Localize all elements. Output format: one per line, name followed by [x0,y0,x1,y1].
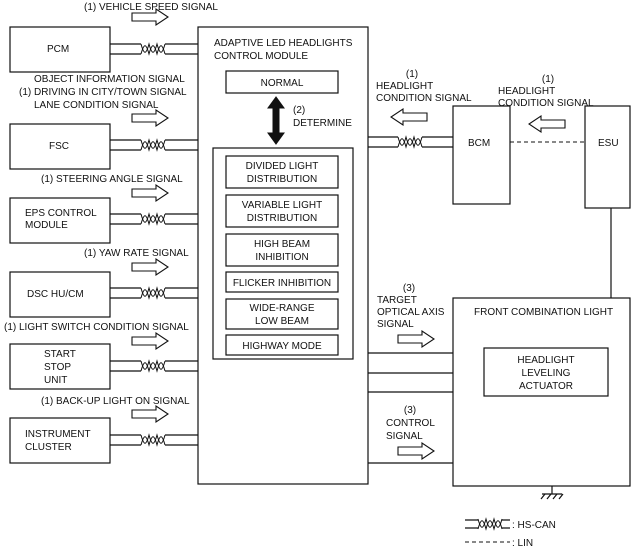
dsc-box [9,271,111,318]
fsc-box [9,123,111,170]
instrument-label-line-2: CLUSTER [25,442,72,453]
light-switch-arrow-icon [131,332,169,350]
normal-box [225,70,339,94]
bcm-label: BCM [468,138,490,149]
determine-arrow-icon [267,96,285,145]
function-1-line-2: DISTRIBUTION [247,174,318,185]
leveling-actuator-box [483,347,609,397]
target-axis-signal-line-3: OPTICAL AXIS [377,307,445,318]
instrument-twisted-pair-icon [140,434,166,446]
bcm-twisted-pair-icon [397,136,423,148]
function-1-line-1: DIVIDED LIGHT [246,161,319,172]
func-box-1 [225,155,339,189]
target-axis-signal-line-2: TARGET [377,295,417,306]
light-switch-signal-label: (1) LIGHT SWITCH CONDITION SIGNAL [4,322,189,333]
start-stop-label-line-1: START [44,349,76,360]
vehicle-speed-signal-label: (1) VEHICLE SPEED SIGNAL [84,2,218,13]
bcm-to-module-arrow-icon [390,108,428,126]
target-axis-signal-line-4: SIGNAL [377,319,414,330]
determine-label-line-2: DETERMINE [293,118,352,129]
pcm-label: PCM [47,44,69,55]
function-2-line-1: VARIABLE LIGHT [242,200,322,211]
eps-label-line-1: EPS CONTROL [25,208,97,219]
leveling-actuator-line-3: ACTUATOR [519,381,573,392]
func-box-4 [225,271,339,293]
fsc-twisted-pair-icon [140,139,166,151]
start-stop-twisted-pair-icon [140,360,166,372]
control-module-title-line-2: CONTROL MODULE [214,51,308,62]
instrument-label-line-1: INSTRUMENT [25,429,91,440]
function-2-line-2: DISTRIBUTION [247,213,318,224]
eps-label-line-2: MODULE [25,220,68,231]
func-box-3 [225,233,339,267]
determine-label-line-1: (2) [293,105,305,116]
control-signal-line-3: SIGNAL [386,431,423,442]
front-light-box [452,297,631,487]
function-4-line-1: FLICKER INHIBITION [233,278,331,289]
eps-box [9,197,111,244]
pcm-box [9,26,111,73]
target-axis-signal-line-1: (3) [403,283,415,294]
func-box-6 [225,334,339,356]
steering-angle-signal-label: (1) STEERING ANGLE SIGNAL [41,174,183,185]
function-3-line-1: HIGH BEAM [254,239,310,250]
headlight-cond-left-line-1: (1) [406,69,418,80]
function-3-line-2: INHIBITION [255,252,308,263]
function-5-line-2: LOW BEAM [255,316,309,327]
func-box-2 [225,194,339,228]
function-6-line-1: HIGHWAY MODE [242,341,322,352]
backup-light-signal-label: (1) BACK-UP LIGHT ON SIGNAL [41,396,190,407]
target-axis-arrow-icon [397,330,435,348]
legend-lin-label: : LIN [512,538,533,549]
headlight-cond-right-line-3: CONDITION SIGNAL [498,98,594,109]
front-light-label: FRONT COMBINATION LIGHT [474,307,613,318]
object-info-arrow-icon [131,109,169,127]
object-info-signal-line-2: (1) DRIVING IN CITY/TOWN SIGNAL [19,87,187,98]
func-box-5 [225,298,339,330]
control-module-box [197,26,369,485]
esu-to-bcm-arrow-icon [528,115,566,133]
dsc-label: DSC HU/CM [27,289,84,300]
headlight-cond-left-line-2: HEADLIGHT [376,81,433,92]
start-stop-label-line-3: UNIT [44,375,67,386]
leveling-actuator-line-2: LEVELING [522,368,571,379]
legend-hs-can-label: : HS-CAN [512,520,556,531]
bcm-box [452,105,511,205]
functions-box [212,147,354,360]
control-signal-line-1: (3) [404,405,416,416]
esu-box [584,105,631,209]
legend-twisted-pair-icon [477,518,503,530]
headlight-cond-left-line-3: CONDITION SIGNAL [376,93,472,104]
control-module-title-line-1: ADAPTIVE LED HEADLIGHTS [214,38,353,49]
yaw-rate-signal-label: (1) YAW RATE SIGNAL [84,248,189,259]
instrument-box [9,417,111,464]
object-info-signal-line-1: OBJECT INFORMATION SIGNAL [34,74,185,85]
function-5-line-1: WIDE-RANGE [250,303,315,314]
esu-label: ESU [598,138,619,149]
headlight-cond-right-line-2: HEADLIGHT [498,86,555,97]
start-stop-box [9,343,111,390]
dsc-twisted-pair-icon [140,287,166,299]
steering-angle-arrow-icon [131,184,169,202]
yaw-rate-arrow-icon [131,258,169,276]
normal-label: NORMAL [261,78,304,89]
fsc-label: FSC [49,141,69,152]
backup-light-arrow-icon [131,405,169,423]
pcm-twisted-pair-icon [140,43,166,55]
control-signal-arrow-icon [397,442,435,460]
headlight-cond-right-line-1: (1) [542,74,554,85]
eps-twisted-pair-icon [140,213,166,225]
leveling-actuator-line-1: HEADLIGHT [517,355,574,366]
start-stop-label-line-2: STOP [44,362,71,373]
control-signal-line-2: CONTROL [386,418,435,429]
object-info-signal-line-3: LANE CONDITION SIGNAL [34,100,159,111]
